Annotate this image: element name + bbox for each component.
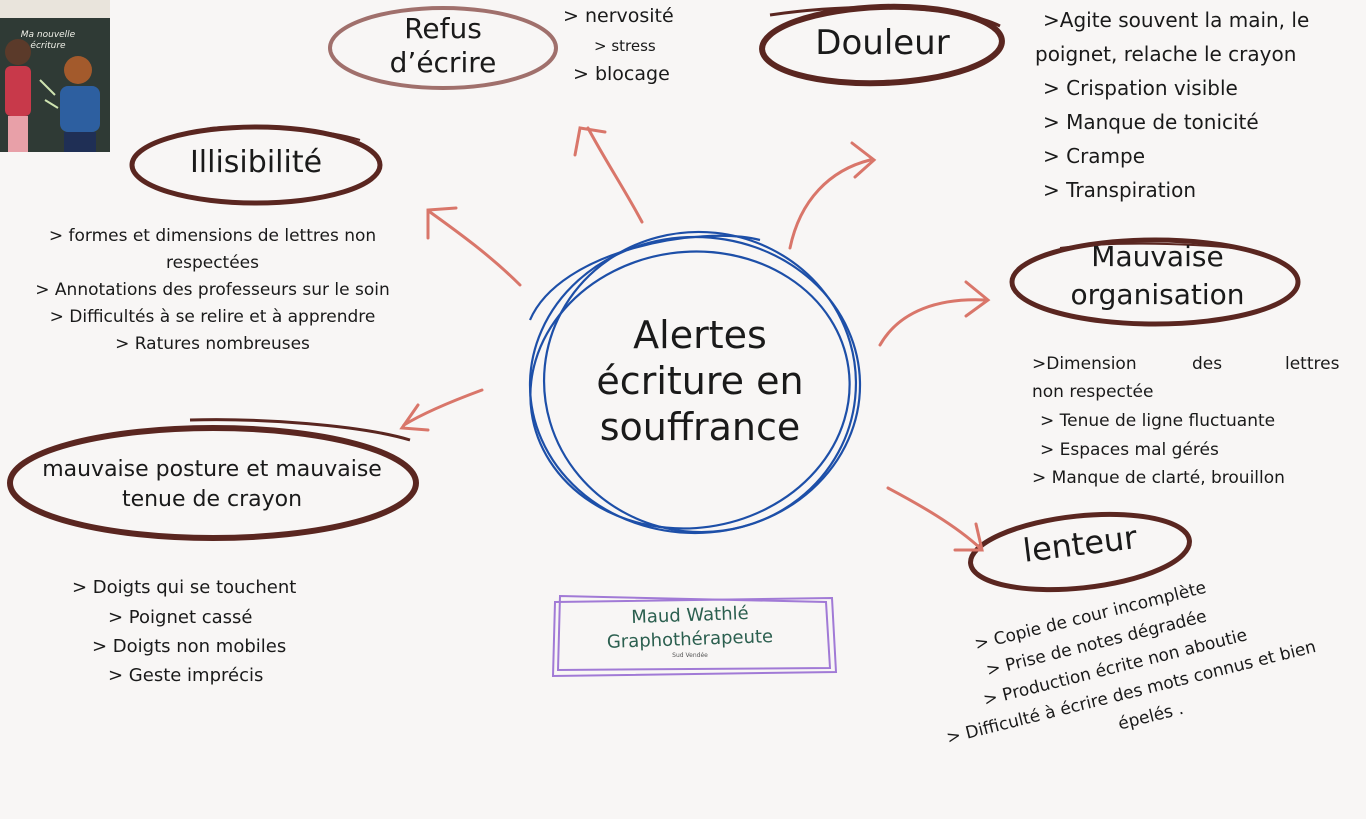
posture-item: > Geste imprécis — [108, 665, 264, 686]
mind-map-canvas: Ma nouvelle écriture Alertes écriture en… — [0, 0, 1340, 748]
refus-item: > blocage — [573, 63, 670, 85]
illisibilite-item: respectées — [166, 253, 259, 273]
organisation-title-line-2: organisation — [1070, 278, 1245, 311]
book-cover-caption: Ma nouvelle écriture — [18, 30, 78, 52]
refus-item: > nervosité — [563, 5, 674, 27]
posture-bubble — [7, 418, 419, 541]
douleur-item: > Crampe — [1043, 144, 1146, 168]
caption-line-1: Ma nouvelle — [20, 30, 76, 40]
illisibilite-item: > Difficultés à se relire et à apprendre — [49, 307, 376, 327]
center-title-line-1: Alertes — [633, 313, 767, 357]
organisation-title-line-1: Mauvaise — [1091, 240, 1224, 273]
signature: Maud Wathlé Graphothérapeute Sud Vendée — [565, 603, 815, 660]
signature-place: Sud Vendée — [672, 652, 708, 659]
signature-box — [551, 594, 838, 678]
organisation-item: lettres — [1285, 354, 1340, 374]
posture-title-line-2: tenue de crayon — [121, 487, 303, 512]
douleur-item: > Transpiration — [1043, 178, 1197, 202]
organisation-item: > Manque de clarté, brouillon — [1032, 468, 1285, 488]
refus-title-line-2: d’écrire — [389, 46, 497, 79]
children-illustration — [0, 0, 110, 152]
refus-title-line-1: Refus — [404, 12, 482, 45]
douleur-item: poignet, relache le crayon — [1035, 42, 1297, 66]
refus-title: Refus d’écrire — [340, 12, 546, 80]
mind-map-drawing — [7, 3, 1301, 678]
illisibilite-title: Illisibilité — [189, 145, 323, 180]
organisation-bubble — [1009, 237, 1301, 327]
organisation-item: > Espaces mal gérés — [1040, 440, 1219, 460]
posture-title: mauvaise posture et mauvaise tenue de cr… — [14, 455, 410, 515]
organisation-item: des — [1192, 354, 1223, 374]
posture-item: > Poignet cassé — [108, 607, 253, 628]
center-title-line-2: écriture en — [596, 359, 804, 403]
organisation-title: Mauvaise organisation — [1030, 238, 1285, 314]
organisation-item: >Dimension — [1032, 354, 1137, 374]
organisation-item: non respectée — [1032, 382, 1154, 402]
lenteur-bubble — [968, 511, 1192, 593]
posture-item: > Doigts non mobiles — [92, 636, 287, 657]
arrows — [399, 126, 991, 552]
illisibilite-item: > formes et dimensions de lettres non — [48, 226, 377, 246]
douleur-item: > Manque de tonicité — [1043, 110, 1259, 134]
center-title-line-3: souffrance — [599, 405, 801, 449]
caption-line-2: écriture — [30, 41, 66, 51]
douleur-item: > Crispation visible — [1043, 76, 1238, 100]
douleur-item: >Agite souvent la main, le — [1043, 8, 1310, 32]
book-cover-image: Ma nouvelle écriture — [0, 0, 110, 152]
illisibilite-item: > Annotations des professeurs sur le soi… — [35, 280, 390, 300]
illisibilite-item: > Ratures nombreuses — [115, 334, 310, 354]
posture-item: > Doigts qui se touchent — [72, 577, 297, 598]
refus-item: > stress — [594, 37, 656, 55]
illisibilite-bubble — [129, 124, 383, 206]
organisation-item: > Tenue de ligne fluctuante — [1040, 411, 1276, 431]
center-title: Alertes écriture en souffrance — [555, 312, 845, 450]
douleur-bubble — [759, 3, 1005, 87]
douleur-title: Douleur — [815, 23, 950, 63]
center-circle — [528, 230, 862, 535]
refus-bubble — [328, 6, 558, 90]
posture-title-line-1: mauvaise posture et mauvaise — [42, 457, 382, 482]
